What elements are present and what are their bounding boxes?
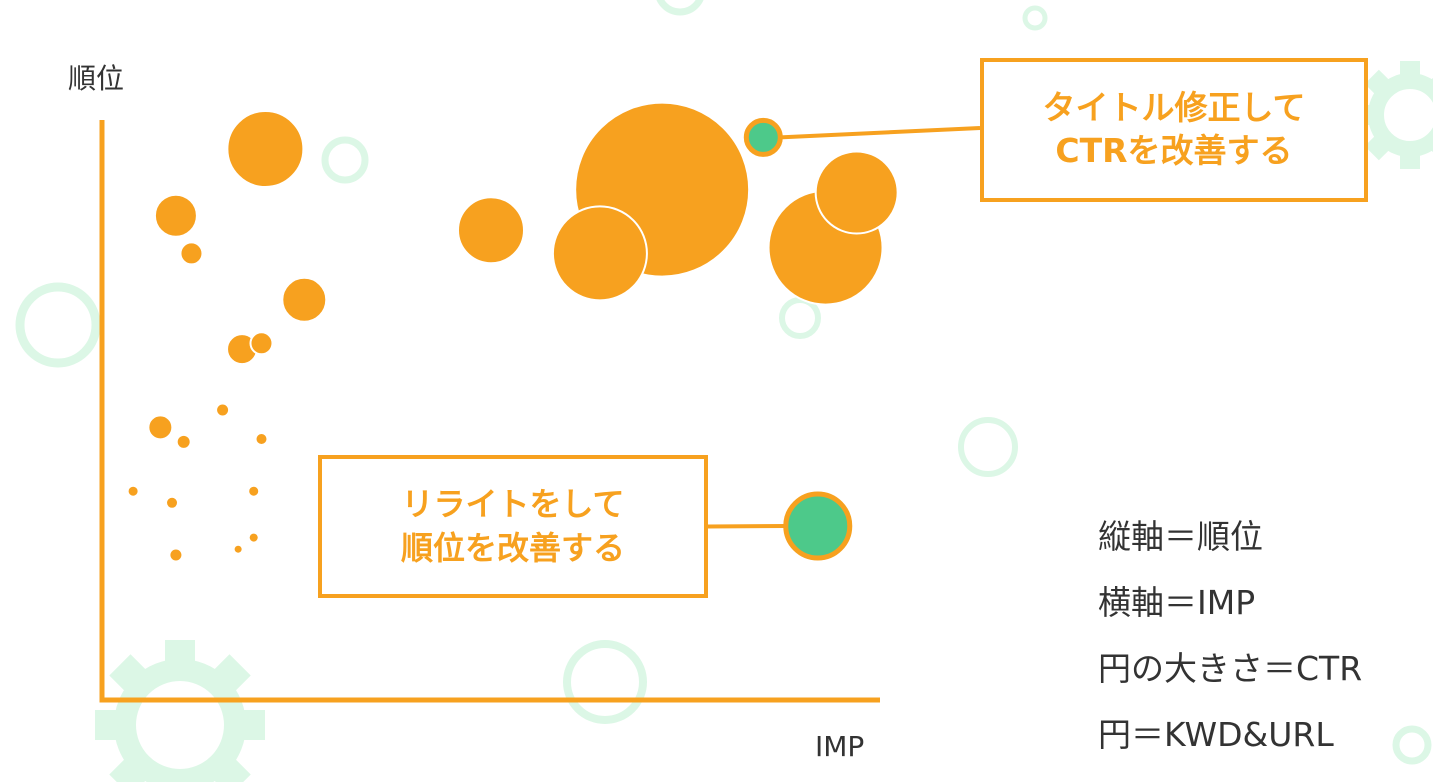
- data-point: [249, 533, 258, 542]
- callout-rewrite-line2: 順位を改善する: [400, 528, 625, 567]
- data-point: [457, 196, 525, 265]
- data-points: [128, 101, 899, 561]
- data-point: [249, 331, 274, 356]
- decor-ring: [1022, 5, 1048, 31]
- data-point: [147, 414, 174, 441]
- decor-ring: [15, 282, 101, 368]
- highlight-point: [743, 117, 783, 157]
- data-point: [234, 545, 242, 553]
- chart-axes: [99, 120, 880, 703]
- data-point: [551, 205, 648, 302]
- decor-ring: [321, 136, 369, 184]
- connector-rewrite: [707, 524, 786, 529]
- decor-ring: [656, 0, 704, 16]
- decor-ring: [779, 297, 821, 339]
- legend-circle-meaning: 円＝KWD&URL: [1098, 715, 1334, 754]
- callout-title-fix-line1: タイトル修正して: [1042, 88, 1306, 128]
- data-point: [226, 110, 305, 188]
- gear-icon: [95, 640, 265, 782]
- data-point: [128, 486, 138, 496]
- legend-horizontal-axis: 横軸＝IMP: [1098, 583, 1256, 622]
- callout-title-fix: タイトル修正して CTRを改善する: [980, 58, 1368, 202]
- data-point: [153, 193, 198, 238]
- y-axis-label: 順位: [68, 62, 125, 95]
- data-point: [249, 486, 259, 496]
- callout-connectors: [707, 126, 981, 529]
- data-point: [177, 435, 190, 448]
- legend: 縦軸＝順位 横軸＝IMP 円の大きさ＝CTR 円＝KWD&URL: [1098, 512, 1362, 776]
- callout-rewrite: リライトをして 順位を改善する: [318, 455, 708, 598]
- legend-circle-size: 円の大きさ＝CTR: [1098, 649, 1363, 688]
- decor-ring: [563, 640, 647, 724]
- x-axis-label: IMP: [815, 730, 865, 763]
- legend-vertical-axis: 縦軸＝順位: [1098, 517, 1263, 556]
- background-decoration: [15, 0, 1433, 782]
- data-point: [217, 404, 229, 416]
- highlight-point: [783, 491, 853, 561]
- data-point: [814, 150, 899, 235]
- callout-rewrite-line1: リライトをして: [401, 485, 625, 524]
- callout-title-fix-line2: CTRを改善する: [1055, 131, 1293, 170]
- connector-title-fix: [780, 126, 981, 140]
- data-point: [281, 276, 328, 323]
- data-point: [167, 497, 178, 508]
- data-point: [256, 434, 267, 444]
- data-point: [179, 241, 204, 266]
- decor-ring: [958, 417, 1018, 477]
- decor-ring: [1392, 725, 1432, 765]
- data-point: [170, 549, 182, 561]
